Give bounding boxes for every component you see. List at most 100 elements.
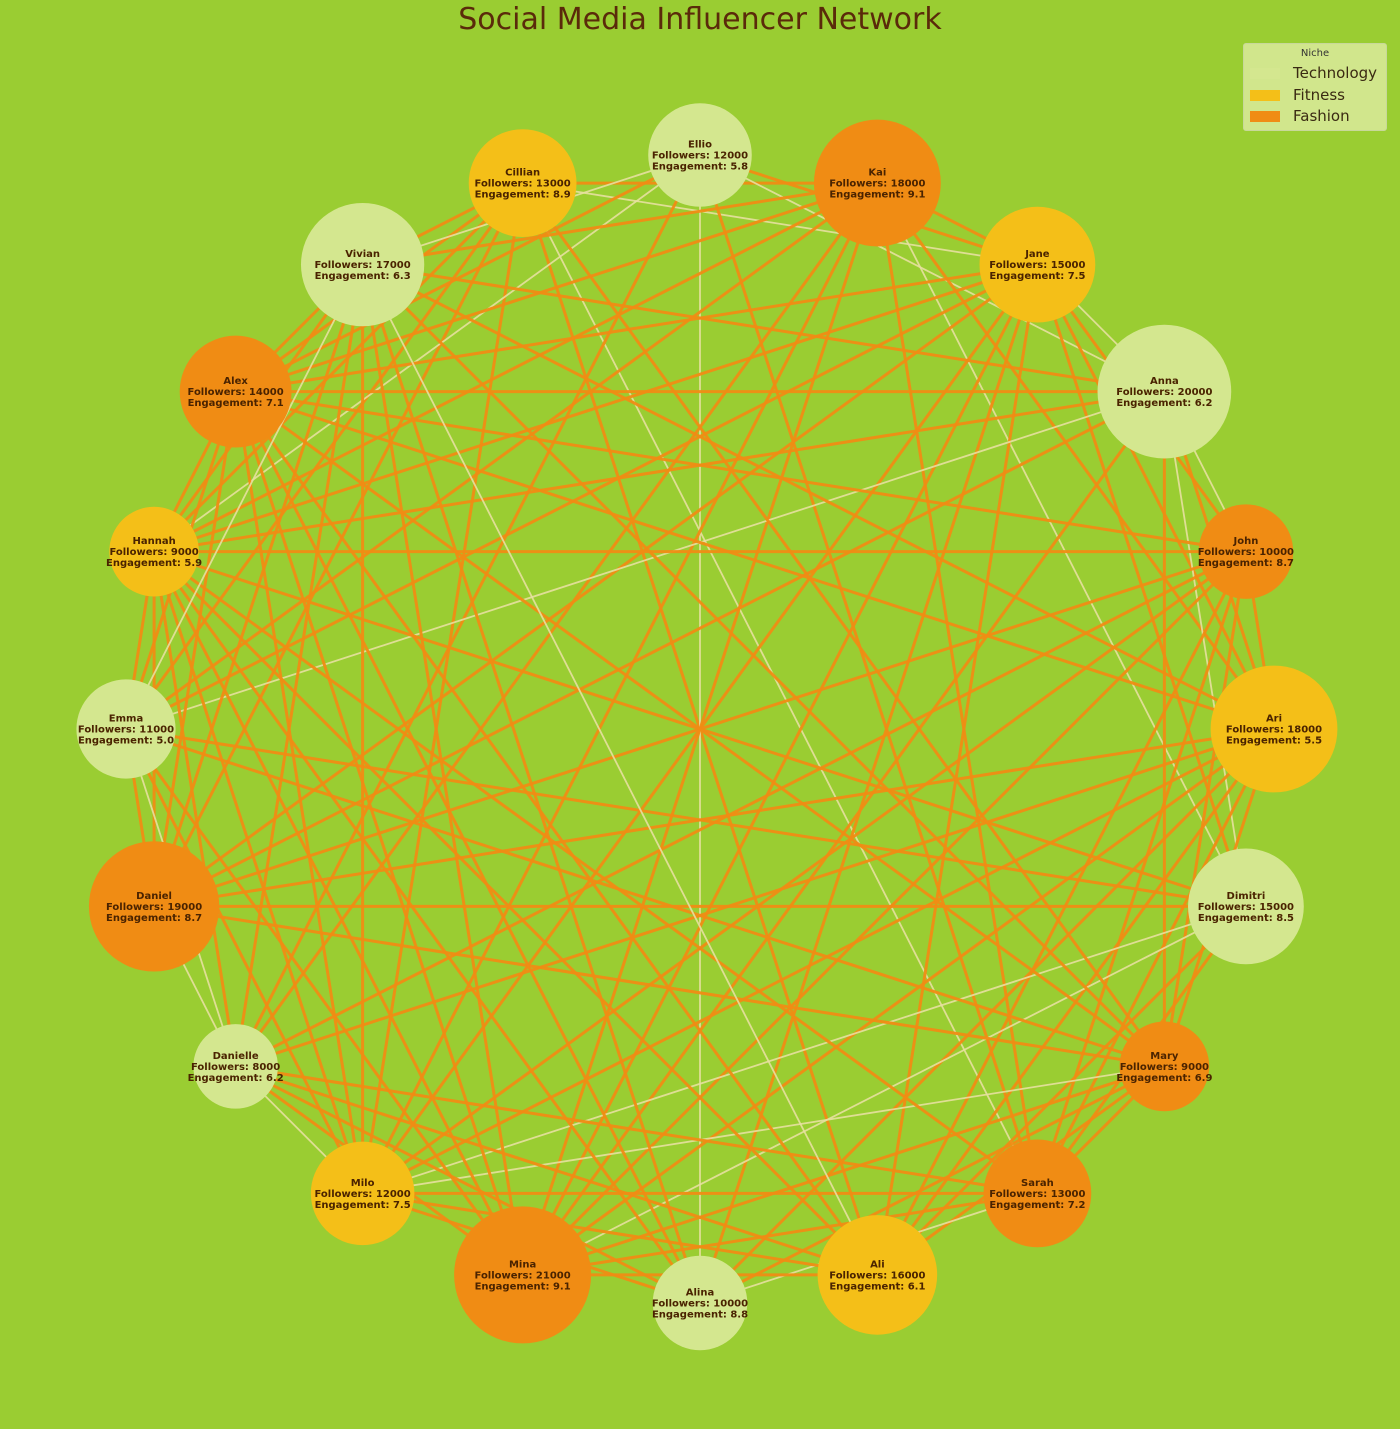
node-circle-mina[interactable] [454,1206,592,1344]
node-circle-hannah[interactable] [109,506,199,597]
node-engagement-alina: Engagement: 8.8 [652,1310,748,1321]
node-followers-mary: Followers: 9000 [1120,1062,1209,1073]
node-circle-jane[interactable] [979,206,1096,323]
edge-danielle-hannah [152,551,238,1067]
node-followers-emma: Followers: 11000 [78,725,174,736]
node-engagement-daniel: Engagement: 8.7 [106,913,202,924]
edge-anna-daniel [153,390,1166,908]
edge-ellio-anna [699,154,1165,393]
edge-mina-vivian [361,264,525,1276]
node-engagement-kai: Engagement: 9.1 [829,190,925,201]
node-circle-emma[interactable] [76,679,176,779]
node-engagement-alex: Engagement: 7.1 [188,398,284,409]
node-name-ellio: Ellio [688,140,712,151]
edge-john-mina [521,550,1247,1276]
node-followers-dimitri: Followers: 15000 [1198,902,1294,913]
node-followers-alina: Followers: 10000 [652,1299,748,1310]
node-followers-sarah: Followers: 13000 [989,1189,1085,1200]
edge-john-milo [361,550,1247,1195]
edge-mina-emma [124,728,524,1276]
node-circle-ari[interactable] [1210,665,1338,793]
edge-ali-hannah [153,550,879,1276]
edge-ali-vivian [361,264,879,1276]
node-engagement-hannah: Engagement: 5.9 [106,558,202,569]
edge-anna-vivian [362,263,1165,394]
edge-ari-mina [521,727,1275,1277]
node-circle-danielle[interactable] [193,1024,278,1109]
edge-ari-alex [235,390,1275,731]
node-name-mary: Mary [1150,1051,1179,1062]
legend-item-fitness: Fitness [1250,86,1384,104]
node-name-vivian: Vivian [345,249,380,260]
node-engagement-mary: Engagement: 6.9 [1116,1073,1212,1084]
node-circle-ali[interactable] [817,1215,938,1335]
edge-kai-ari [876,182,1276,730]
edge-john-danielle [234,550,1247,1068]
node-circle-daniel[interactable] [88,841,220,972]
node-engagement-emma: Engagement: 5.0 [78,736,174,747]
node-circle-alina[interactable] [652,1255,748,1351]
edge-sarah-danielle [235,1064,1038,1195]
edge-daniel-alex [152,391,238,907]
node-circle-kai[interactable] [813,119,941,247]
node-circle-dimitri[interactable] [1188,848,1304,965]
node-circle-alex[interactable] [179,335,292,448]
node-name-ari: Ari [1266,714,1282,725]
node-circle-vivian[interactable] [300,202,425,327]
node-followers-daniel: Followers: 19000 [106,902,202,913]
edge-mina-hannah [152,550,524,1276]
node-circle-anna[interactable] [1097,324,1232,459]
node-circle-john[interactable] [1198,504,1294,599]
edge-mary-alina [699,1065,1166,1305]
edge-sarah-mina [522,1191,1038,1277]
edge-ari-vivian [361,263,1275,731]
node-engagement-sarah: Engagement: 7.2 [989,1200,1085,1211]
node-followers-ellio: Followers: 12000 [652,151,748,162]
legend-title: Niche [1300,48,1330,59]
node-name-milo: Milo [351,1178,375,1189]
node-followers-kai: Followers: 18000 [829,179,925,190]
node-name-sarah: Sarah [1021,1178,1054,1189]
node-circle-mary[interactable] [1119,1021,1210,1112]
node-circle-cillian[interactable] [468,129,577,237]
node-name-anna: Anna [1150,376,1179,387]
node-name-alex: Alex [223,376,248,387]
edge-mina-alex [234,391,525,1276]
edge-mary-vivian [361,263,1166,1068]
node-circle-milo[interactable] [310,1141,415,1246]
node-name-ali: Ali [870,1259,885,1270]
edge-ali-milo [362,1191,878,1277]
edge-kai-dimitri [876,182,1247,907]
node-circle-ellio[interactable] [648,103,752,207]
legend-swatch-fitness [1250,90,1280,101]
node-engagement-ari: Engagement: 5.5 [1226,736,1322,747]
edge-anna-dimitri [1163,391,1247,907]
edge-ari-sarah [1036,728,1276,1195]
edge-ellio-alex [234,153,701,393]
edge-alina-vivian [361,264,702,1304]
node-name-jane: Jane [1024,249,1050,260]
edge-danielle-vivian [234,264,365,1067]
node-circle-sarah[interactable] [983,1139,1092,1248]
